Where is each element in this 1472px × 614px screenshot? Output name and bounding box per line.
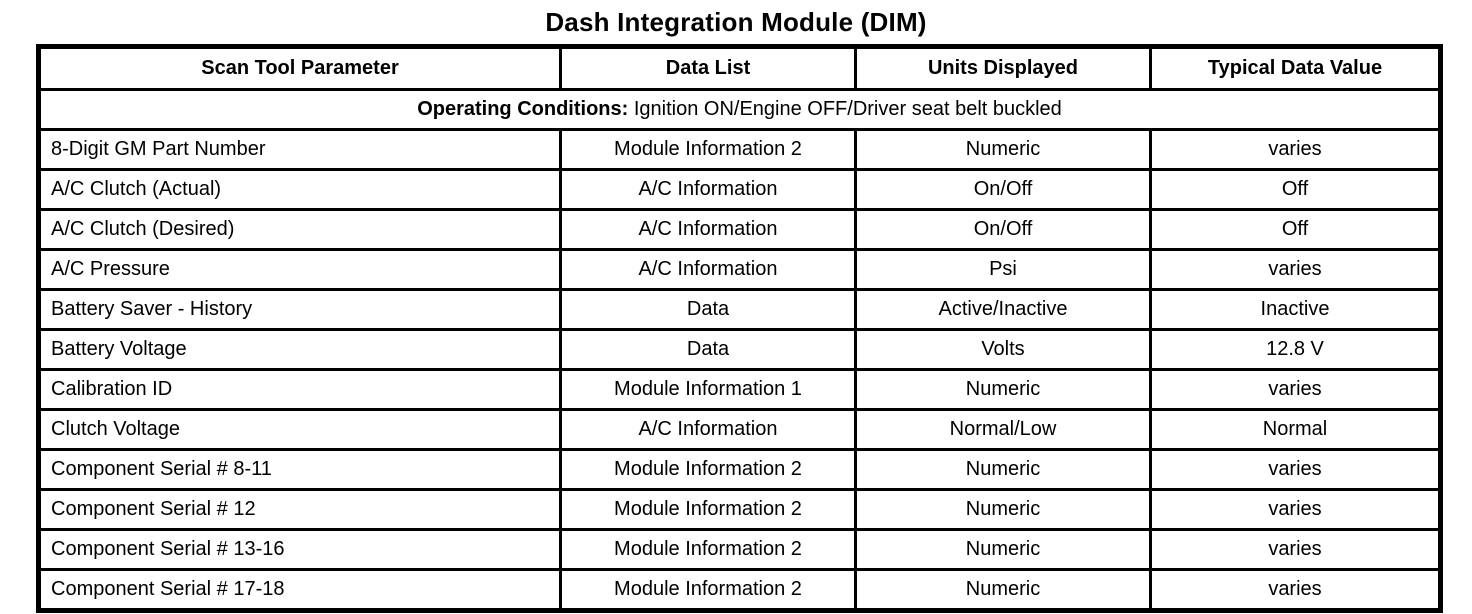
cell-data-list: Module Information 2 bbox=[559, 488, 857, 531]
cell-units-displayed: On/Off bbox=[854, 168, 1152, 211]
cell-scan-tool-parameter: A/C Clutch (Desired) bbox=[37, 208, 562, 251]
cell-data-list: A/C Information bbox=[559, 208, 857, 251]
cell-typical-data-value: varies bbox=[1149, 128, 1442, 171]
cell-typical-data-value: 12.8 V bbox=[1149, 328, 1442, 371]
cell-scan-tool-parameter: Component Serial # 17-18 bbox=[37, 568, 562, 612]
cell-scan-tool-parameter: Battery Saver - History bbox=[37, 288, 562, 331]
column-header-units-displayed: Units Displayed bbox=[854, 45, 1152, 91]
cell-scan-tool-parameter: A/C Pressure bbox=[37, 248, 562, 291]
cell-units-displayed: Volts bbox=[854, 328, 1152, 371]
cell-scan-tool-parameter: Component Serial # 12 bbox=[37, 488, 562, 531]
cell-scan-tool-parameter: Calibration ID bbox=[37, 368, 562, 411]
column-header-scan-tool-parameter: Scan Tool Parameter bbox=[37, 45, 562, 91]
column-header-typical-data-value: Typical Data Value bbox=[1149, 45, 1442, 91]
cell-scan-tool-parameter: Clutch Voltage bbox=[37, 408, 562, 451]
dim-parameter-table: Scan Tool Parameter Data List Units Disp… bbox=[36, 44, 1443, 613]
page-title: Dash Integration Module (DIM) bbox=[545, 7, 927, 37]
cell-data-list: Module Information 2 bbox=[559, 128, 857, 171]
cell-data-list: Module Information 2 bbox=[559, 528, 857, 571]
cell-units-displayed: On/Off bbox=[854, 208, 1152, 251]
operating-conditions-text: Ignition ON/Engine OFF/Driver seat belt … bbox=[628, 98, 1062, 120]
cell-typical-data-value: varies bbox=[1149, 568, 1442, 612]
operating-conditions-cell: Operating Conditions: Ignition ON/Engine… bbox=[37, 88, 1442, 131]
cell-scan-tool-parameter: Component Serial # 13-16 bbox=[37, 528, 562, 571]
cell-scan-tool-parameter: 8-Digit GM Part Number bbox=[37, 128, 562, 171]
cell-typical-data-value: Off bbox=[1149, 208, 1442, 251]
cell-units-displayed: Numeric bbox=[854, 528, 1152, 571]
cell-typical-data-value: varies bbox=[1149, 368, 1442, 411]
cell-data-list: Module Information 2 bbox=[559, 448, 857, 491]
cell-units-displayed: Numeric bbox=[854, 448, 1152, 491]
cell-typical-data-value: varies bbox=[1149, 528, 1442, 571]
cell-units-displayed: Psi bbox=[854, 248, 1152, 291]
cell-units-displayed: Numeric bbox=[854, 568, 1152, 612]
cell-typical-data-value: varies bbox=[1149, 448, 1442, 491]
cell-units-displayed: Numeric bbox=[854, 128, 1152, 171]
cell-typical-data-value: varies bbox=[1149, 488, 1442, 531]
cell-scan-tool-parameter: Battery Voltage bbox=[37, 328, 562, 371]
cell-units-displayed: Active/Inactive bbox=[854, 288, 1152, 331]
cell-data-list: Data bbox=[559, 288, 857, 331]
table-header-row: Scan Tool Parameter Data List Units Disp… bbox=[37, 45, 1442, 91]
cell-data-list: A/C Information bbox=[559, 408, 857, 451]
cell-data-list: Module Information 2 bbox=[559, 568, 857, 612]
cell-units-displayed: Numeric bbox=[854, 368, 1152, 411]
cell-scan-tool-parameter: Component Serial # 8-11 bbox=[37, 448, 562, 491]
cell-units-displayed: Numeric bbox=[854, 488, 1152, 531]
cell-typical-data-value: Normal bbox=[1149, 408, 1442, 451]
operating-conditions-row: Operating Conditions: Ignition ON/Engine… bbox=[37, 88, 1442, 131]
cell-typical-data-value: Off bbox=[1149, 168, 1442, 211]
column-header-data-list: Data List bbox=[559, 45, 857, 91]
cell-typical-data-value: Inactive bbox=[1149, 288, 1442, 331]
cell-scan-tool-parameter: A/C Clutch (Actual) bbox=[37, 168, 562, 211]
cell-data-list: A/C Information bbox=[559, 168, 857, 211]
cell-data-list: A/C Information bbox=[559, 248, 857, 291]
cell-units-displayed: Normal/Low bbox=[854, 408, 1152, 451]
operating-conditions-label: Operating Conditions: bbox=[417, 98, 629, 120]
cell-data-list: Module Information 1 bbox=[559, 368, 857, 411]
cell-data-list: Data bbox=[559, 328, 857, 371]
cell-typical-data-value: varies bbox=[1149, 248, 1442, 291]
